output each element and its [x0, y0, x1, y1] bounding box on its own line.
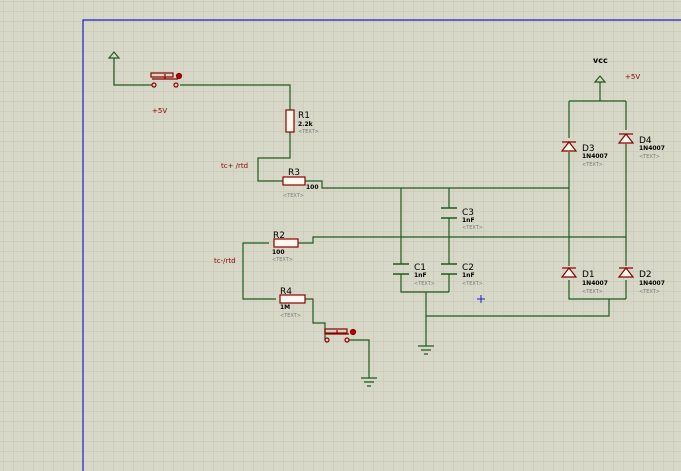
svg-text:R4: R4	[280, 287, 292, 297]
svg-text:<TEXT>: <TEXT>	[280, 313, 301, 319]
power-terminal-icon[interactable]	[593, 75, 607, 88]
sheet-border	[82, 19, 681, 471]
net-label-tc-minus: tc-/rtd	[214, 257, 236, 265]
vcc-label: vcc	[593, 56, 608, 65]
svg-text:100: 100	[306, 184, 319, 191]
diode-d4[interactable]	[617, 133, 635, 144]
capacitor-c1[interactable]	[393, 263, 409, 275]
svg-text:1nF: 1nF	[462, 272, 475, 279]
svg-text:1nF: 1nF	[462, 217, 475, 224]
net-label-tc-plus: tc+ /rtd	[221, 162, 248, 170]
svg-text:R2: R2	[273, 231, 285, 241]
push-button-switch-icon[interactable]	[324, 328, 357, 343]
svg-text:<TEXT>: <TEXT>	[639, 289, 660, 295]
svg-text:C3: C3	[462, 208, 474, 218]
svg-text:<TEXT>: <TEXT>	[462, 281, 483, 287]
push-button-switch-icon[interactable]	[150, 72, 183, 88]
svg-text:D2: D2	[639, 270, 652, 280]
svg-text:R1: R1	[298, 111, 310, 121]
svg-text:100: 100	[272, 249, 285, 256]
svg-text:1N4007: 1N4007	[639, 280, 665, 287]
svg-text:<TEXT>: <TEXT>	[582, 162, 603, 168]
svg-text:1N4007: 1N4007	[582, 153, 608, 160]
resistor-r4[interactable]: R4 1M <TEXT>	[279, 287, 306, 319]
svg-text:1N4007: 1N4007	[582, 280, 608, 287]
vcc-voltage-label: +5V	[625, 73, 640, 81]
cursor-cross-icon	[477, 295, 485, 303]
capacitor-c2[interactable]	[441, 263, 457, 275]
svg-text:<TEXT>: <TEXT>	[414, 281, 435, 287]
source-voltage-label: +5V	[152, 107, 167, 115]
diode-d1[interactable]	[560, 267, 578, 278]
resistor-r2[interactable]: R2 100 <TEXT>	[272, 231, 299, 263]
svg-text:D4: D4	[639, 136, 652, 146]
svg-text:1N4007: 1N4007	[639, 145, 665, 152]
wires	[113, 64, 627, 378]
diode-d3[interactable]	[560, 141, 578, 152]
svg-text:D3: D3	[582, 144, 595, 154]
svg-text:<TEXT>: <TEXT>	[462, 225, 483, 231]
ground-icon[interactable]	[418, 345, 434, 355]
svg-text:R3: R3	[288, 168, 300, 178]
capacitor-c3[interactable]	[441, 207, 457, 219]
svg-text:2.2k: 2.2k	[298, 121, 314, 128]
svg-text:<TEXT>: <TEXT>	[272, 257, 293, 263]
ground-icon[interactable]	[361, 377, 377, 387]
power-terminal-icon[interactable]	[107, 51, 121, 64]
svg-text:D1: D1	[582, 270, 595, 280]
svg-text:<TEXT>: <TEXT>	[298, 129, 319, 135]
svg-text:<TEXT>: <TEXT>	[582, 289, 603, 295]
svg-text:1M: 1M	[280, 304, 290, 311]
resistor-r3[interactable]: R3 100 <TEXT>	[282, 168, 319, 199]
resistor-r1[interactable]: R1 2.2k <TEXT>	[285, 109, 319, 135]
svg-text:<TEXT>: <TEXT>	[639, 154, 660, 160]
diode-d2[interactable]	[617, 267, 635, 278]
svg-text:<TEXT>: <TEXT>	[283, 193, 304, 199]
svg-text:C1: C1	[414, 263, 426, 273]
svg-text:1nF: 1nF	[414, 272, 427, 279]
svg-text:C2: C2	[462, 263, 474, 273]
